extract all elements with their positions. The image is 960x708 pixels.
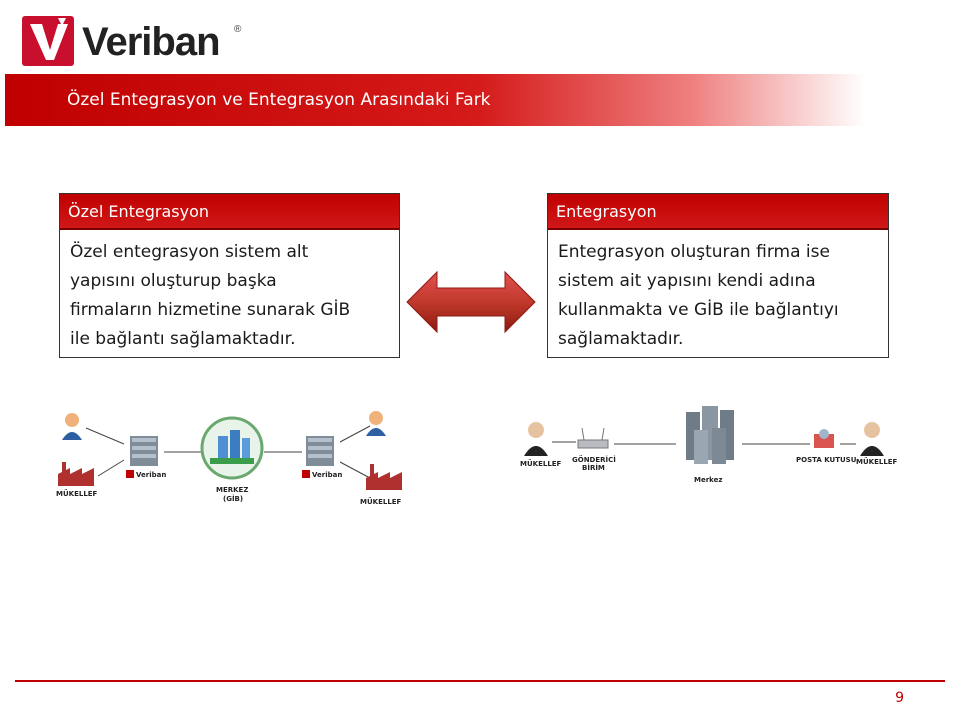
factory-icon <box>366 464 402 490</box>
data-center-icon <box>686 406 734 464</box>
connector-arrow <box>85 427 125 445</box>
entegrasyon-header: Entegrasyon <box>548 194 888 230</box>
mukellef-label: MÜKELLEF <box>56 489 98 498</box>
veriban-label: Veriban <box>136 471 166 479</box>
page-number: 9 <box>895 690 904 706</box>
user-icon <box>860 422 884 456</box>
logo-registered-mark: ® <box>234 24 242 35</box>
double-arrow-icon <box>406 270 536 334</box>
factory-icon <box>58 462 94 486</box>
body-line: yapısını oluşturup başka <box>70 271 277 291</box>
birim-label: BİRİM <box>582 463 605 472</box>
connector-arrow <box>339 425 371 443</box>
user-icon <box>524 422 548 456</box>
veriban-mark-icon <box>302 470 310 478</box>
merkez-label: MERKEZ <box>216 486 248 494</box>
body-line: sistem ait yapısını kendi adına <box>558 271 816 291</box>
page-title: Özel Entegrasyon ve Entegrasyon Arasında… <box>67 90 491 110</box>
ozel-entegrasyon-heading: Özel Entegrasyon <box>68 202 210 221</box>
server-building-icon <box>130 436 158 466</box>
gonderici-label: GÖNDERİCİ <box>572 455 616 464</box>
footer-divider <box>15 680 945 682</box>
veriban-logo: Veriban ® <box>22 16 242 70</box>
body-line: Özel entegrasyon sistem alt <box>70 242 309 262</box>
ozel-entegrasyon-diagram: MÜKELLEF Veriban MERKEZ (GİB) Veriban <box>56 411 402 506</box>
mukellef-label: MÜKELLEF <box>856 457 898 466</box>
ozel-entegrasyon-header: Özel Entegrasyon <box>60 194 399 230</box>
ozel-entegrasyon-box: Özel Entegrasyon Özel entegrasyon sistem… <box>59 193 400 358</box>
veriban-logo-mark <box>22 16 74 66</box>
logo-brand-text: Veriban <box>82 20 221 64</box>
user-icon <box>366 411 386 436</box>
connector-arrow <box>339 461 371 479</box>
gib-center-icon <box>200 416 264 480</box>
posta-label: POSTA KUTUSU <box>796 456 857 464</box>
connector-arrow <box>97 459 125 477</box>
body-line: kullanmakta ve GİB ile bağlantıyı <box>558 300 839 320</box>
user-icon <box>62 413 82 440</box>
body-line: Entegrasyon oluşturan firma ise <box>558 242 830 262</box>
body-line: sağlamaktadır. <box>558 329 684 349</box>
ozel-entegrasyon-body: Özel entegrasyon sistem alt yapısını olu… <box>70 238 393 354</box>
veriban-mark-icon <box>126 470 134 478</box>
merkez-label: Merkez <box>694 476 722 484</box>
entegrasyon-box: Entegrasyon Entegrasyon oluşturan firma … <box>547 193 889 358</box>
title-bar: Özel Entegrasyon ve Entegrasyon Arasında… <box>5 74 865 126</box>
body-line: ile bağlantı sağlamaktadır. <box>70 329 296 349</box>
server-building-icon <box>306 436 334 466</box>
entegrasyon-body: Entegrasyon oluşturan firma ise sistem a… <box>558 238 882 354</box>
mukellef-label: MÜKELLEF <box>360 497 402 506</box>
entegrasyon-heading: Entegrasyon <box>556 202 657 221</box>
veriban-label: Veriban <box>312 471 342 479</box>
mailbox-icon <box>814 429 834 448</box>
gib-label: (GİB) <box>223 494 243 503</box>
entegrasyon-diagram: MÜKELLEF GÖNDERİCİ BİRİM Merkez POSTA KU… <box>520 406 898 484</box>
body-line: firmaların hizmetine sunarak GİB <box>70 300 351 320</box>
mukellef-label: MÜKELLEF <box>520 459 562 468</box>
router-icon <box>577 427 609 449</box>
